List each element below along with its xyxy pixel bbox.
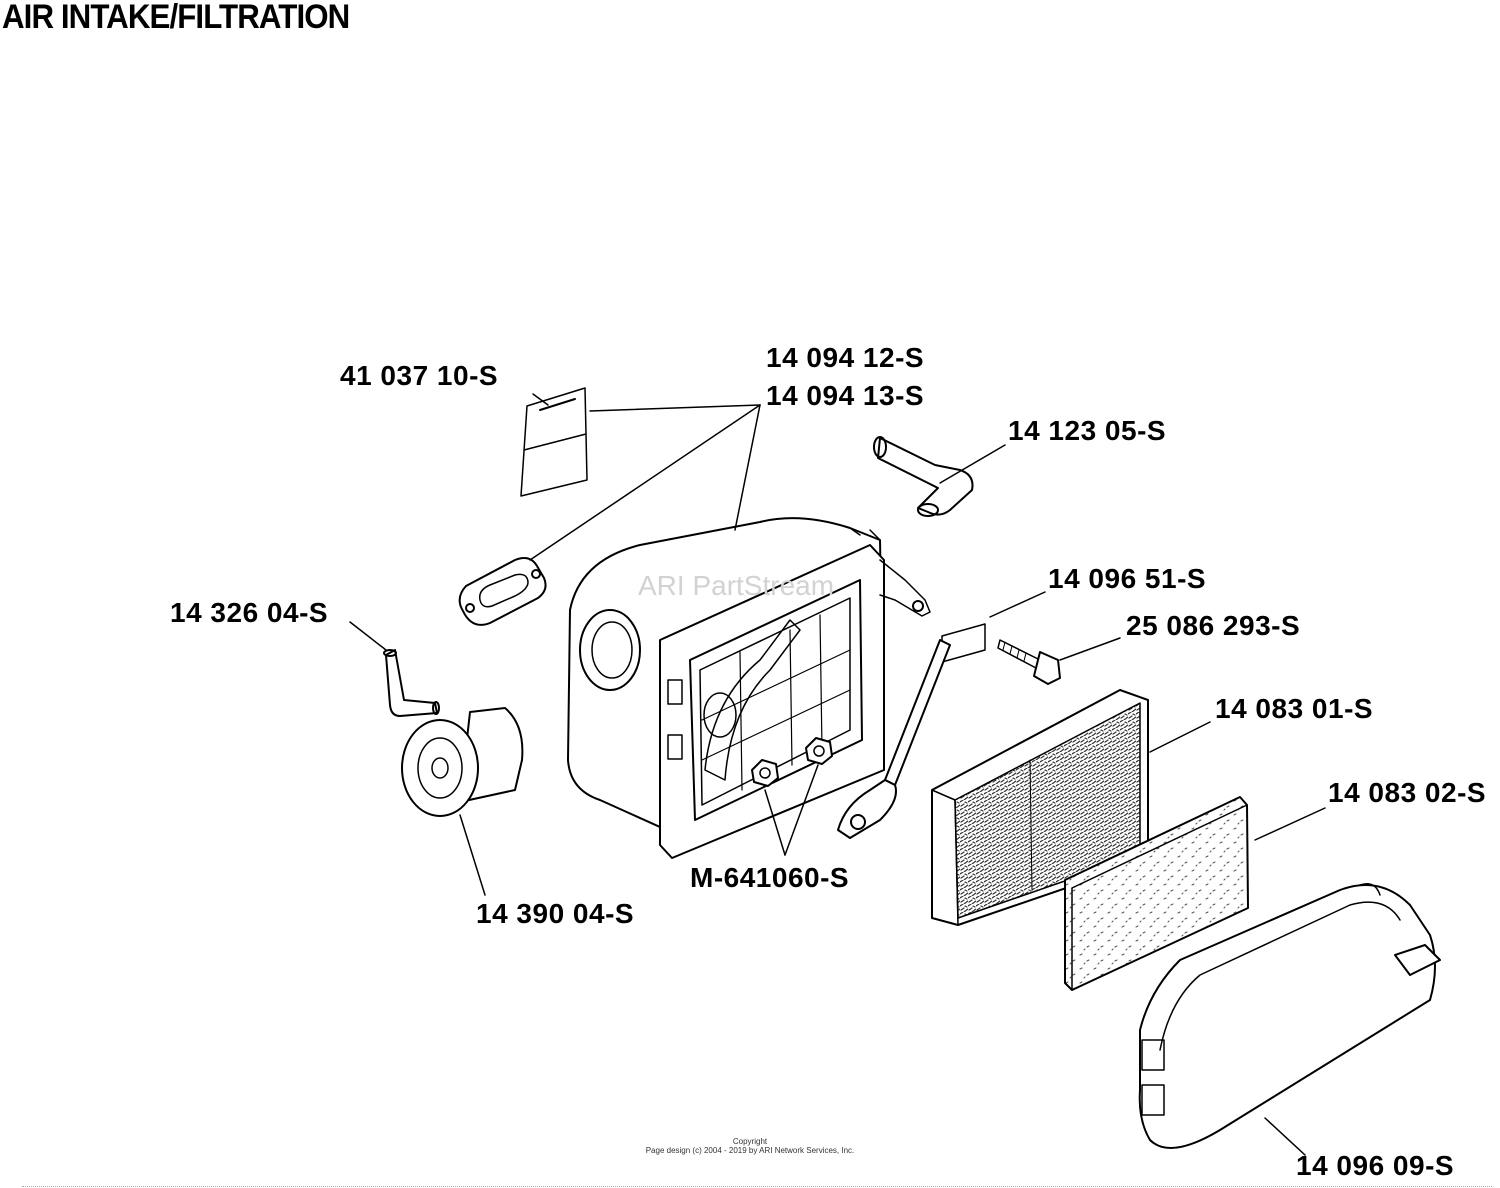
footer-divider — [22, 1186, 1492, 1187]
screw-part — [997, 639, 1061, 685]
leader-lines — [349, 393, 1326, 1156]
label-14-083-02[interactable]: 14 083 02-S — [1328, 777, 1487, 808]
air-cleaner-base-part — [567, 517, 931, 859]
resonator-part — [401, 707, 524, 817]
footer-page-design: Page design (c) 2004 - 2019 by ARI Netwo… — [645, 1146, 855, 1155]
label-m-641060[interactable]: M-641060-S — [690, 862, 850, 893]
precleaner-part — [1064, 796, 1249, 991]
gasket-part — [458, 557, 547, 626]
page-title: AIR INTAKE/FILTRATION — [2, 0, 350, 36]
label-14-096-09[interactable]: 14 096 09-S — [1296, 1150, 1455, 1181]
cover-part — [1138, 883, 1441, 1149]
hose-part — [383, 649, 440, 717]
label-14-094-13[interactable]: 14 094 13-S — [766, 380, 925, 411]
label-14-094-12[interactable]: 14 094 12-S — [766, 342, 925, 373]
label-14-096-51[interactable]: 14 096 51-S — [1048, 563, 1207, 594]
label-25-086-293[interactable]: 25 086 293-S — [1126, 610, 1301, 641]
label-14-083-01[interactable]: 14 083 01-S — [1215, 693, 1374, 724]
bracket-part — [837, 623, 986, 839]
label-14-123-05[interactable]: 14 123 05-S — [1008, 415, 1167, 446]
breather-tube-part — [873, 436, 974, 517]
footer-copyright: Copyright — [732, 1137, 768, 1146]
label-14-390-04[interactable]: 14 390 04-S — [476, 898, 635, 929]
label-14-326-04[interactable]: 14 326 04-S — [170, 597, 329, 628]
decal-part — [520, 387, 588, 497]
nuts-part — [751, 737, 833, 787]
label-41-037-10[interactable]: 41 037 10-S — [340, 360, 499, 391]
watermark: ARI PartStream — [638, 570, 835, 601]
